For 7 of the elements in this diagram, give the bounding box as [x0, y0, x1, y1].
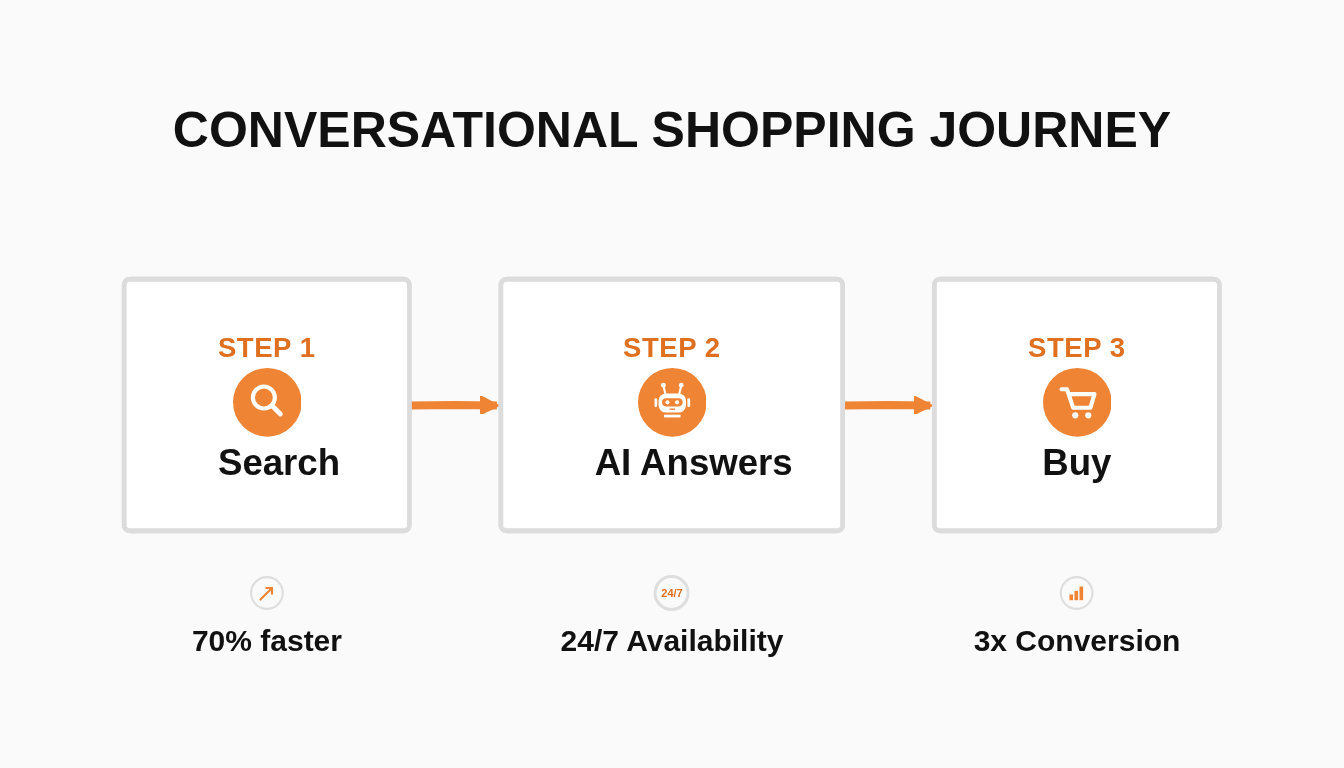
arrow: [843, 395, 934, 416]
stat-text: 70% faster: [191, 622, 342, 659]
availability-badge: 24/7: [654, 574, 690, 611]
title: CONVERSATIONAL SHOPPING JOURNEY: [171, 101, 1173, 160]
stat-text: 3x Conversion: [973, 622, 1181, 659]
stat-text: 24/7 Availability: [560, 622, 784, 659]
arrow: [410, 395, 500, 416]
